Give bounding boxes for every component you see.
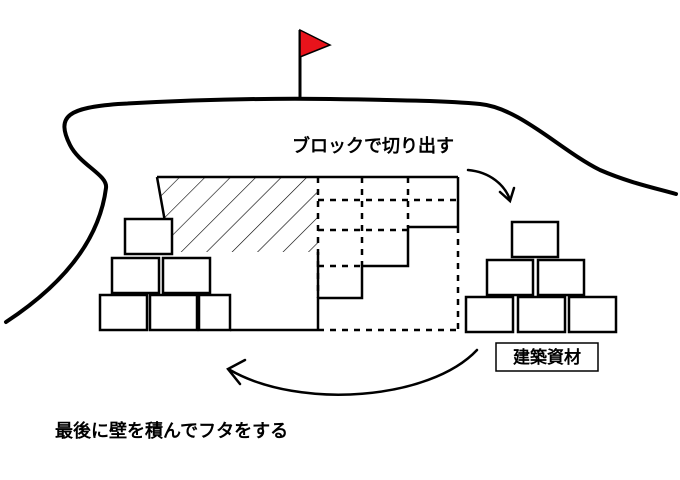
stepped-cut <box>318 225 458 300</box>
cut-blocks-label: ブロックで切り出す <box>292 135 454 157</box>
flag-icon <box>298 28 332 100</box>
building-materials-label: 建築資材 <box>513 347 581 368</box>
excavation-area <box>155 175 460 332</box>
block-grid-dashed <box>316 177 460 332</box>
final-step-label: 最後に壁を積んでフタをする <box>55 420 288 442</box>
material-block-stack <box>464 220 618 334</box>
arrow-to-wall <box>226 348 479 396</box>
left-block-stack <box>98 217 232 332</box>
arrow-to-materials <box>466 168 516 204</box>
building-materials-tag: 建築資材 <box>495 342 599 372</box>
hill-outline <box>4 96 678 324</box>
